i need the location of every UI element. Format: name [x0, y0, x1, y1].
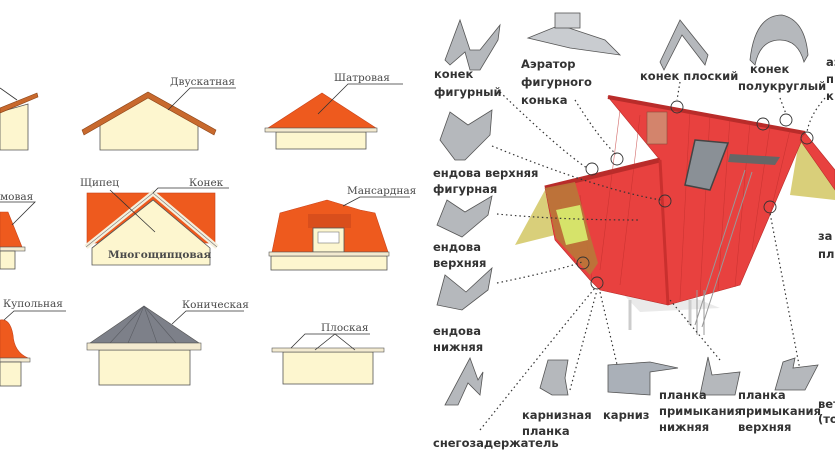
- label-hip-tent: Шатровая: [334, 72, 390, 84]
- label-aerator-1: Аэратор: [521, 57, 576, 71]
- label-gable: Двускатная: [170, 76, 235, 88]
- label-valley-lower-1: ендова: [433, 324, 481, 338]
- valley-lower-icon: [436, 266, 493, 311]
- ridge-semicircular-icon: [749, 14, 809, 66]
- label-mansard: Мансардная: [347, 185, 417, 197]
- label-ridge-shaped-1: конек: [434, 67, 473, 81]
- label-hip-partial: мовая: [0, 191, 34, 203]
- dome-roof-partial: Купольная: [0, 298, 66, 387]
- label-eave-strip-1: карнизная: [522, 408, 592, 422]
- ridge-shaped-icon: [444, 18, 501, 71]
- label-valley-upper-1: ендова: [433, 240, 481, 254]
- valley-upper-icon: [436, 195, 493, 238]
- label-dome: Купольная: [3, 298, 63, 310]
- label-partial-mid-1: за: [818, 229, 832, 243]
- label-ridge-semicircular-1: конек: [750, 62, 789, 76]
- mansard-roof: Мансардная: [268, 185, 417, 271]
- label-aerator-3: конька: [521, 93, 568, 107]
- label-conical: Коническая: [182, 299, 249, 311]
- label-snow-guard: снегозадержатель: [433, 436, 559, 450]
- label-aerator-2: фигурного: [521, 75, 592, 89]
- label-partial-bottom-1: вет: [818, 397, 835, 411]
- label-valley-upper-shaped-2: фигурная: [433, 182, 497, 196]
- label-flat: Плоская: [321, 322, 369, 334]
- abutment-lower-icon: [699, 356, 741, 396]
- eave-icon: [607, 361, 679, 396]
- label-abutment-lower-1: планка: [659, 388, 707, 402]
- label-ridge-part: Конек: [189, 177, 224, 189]
- label-ridge-shaped-2: фигурный: [434, 85, 502, 99]
- label-ridge-semicircular-2: полукруглый: [738, 79, 826, 93]
- label-abutment-upper-3: верхняя: [738, 420, 791, 434]
- left-gable-pediment: [515, 190, 555, 245]
- label-multi-gable: Многощипцовая: [108, 249, 211, 261]
- conical-roof: Коническая: [86, 299, 249, 386]
- label-eave: карниз: [603, 408, 649, 422]
- right-gable-pediment: [790, 135, 835, 200]
- gable-roof: Двускатная: [81, 76, 236, 151]
- label-partial-top-2: п: [826, 72, 834, 86]
- ridge-flat-icon: [659, 19, 709, 71]
- abutment-upper-icon: [774, 357, 819, 391]
- flashing-pieces: [436, 12, 819, 406]
- label-valley-lower-2: нижняя: [433, 340, 483, 354]
- roof-ladder: [694, 169, 753, 335]
- label-gable-part: Щипец: [80, 177, 119, 189]
- chimney: [646, 111, 668, 145]
- hip-roof-partial: мовая: [0, 191, 36, 270]
- multi-gable-roof: Щипец Конек Многощипцовая: [80, 177, 229, 266]
- label-partial-top-1: аэ: [826, 55, 835, 69]
- label-valley-upper-2: верхняя: [433, 256, 486, 270]
- valley-upper-shaped-icon: [439, 109, 493, 161]
- label-partial-top-3: к: [826, 89, 834, 103]
- aerator-icon: [526, 24, 622, 56]
- label-partial-bottom-2: (тор: [818, 412, 835, 426]
- hip-tent-roof: Шатровая: [264, 72, 403, 150]
- roof-illustration: [479, 81, 835, 431]
- aerator-cap-icon: [554, 12, 581, 29]
- label-partial-mid-2: пл: [818, 247, 834, 261]
- label-abutment-lower-3: нижняя: [659, 420, 709, 434]
- flat-roof: Плоская: [271, 322, 385, 385]
- label-abutment-lower-2: примыкания: [659, 404, 742, 418]
- roof-window: [684, 139, 730, 191]
- walkway: [728, 154, 780, 165]
- label-eave-strip-2: планка: [522, 424, 570, 438]
- eave-strip-icon: [539, 359, 569, 396]
- label-abutment-upper-2: примыкания: [738, 404, 821, 418]
- label-valley-upper-shaped-1: ендова верхняя: [433, 166, 538, 180]
- label-ridge-flat: конек плоский: [640, 69, 738, 83]
- label-abutment-upper-1: планка: [738, 388, 786, 402]
- shed-roof-partial: [0, 87, 39, 151]
- snow-guard-icon: [444, 357, 484, 406]
